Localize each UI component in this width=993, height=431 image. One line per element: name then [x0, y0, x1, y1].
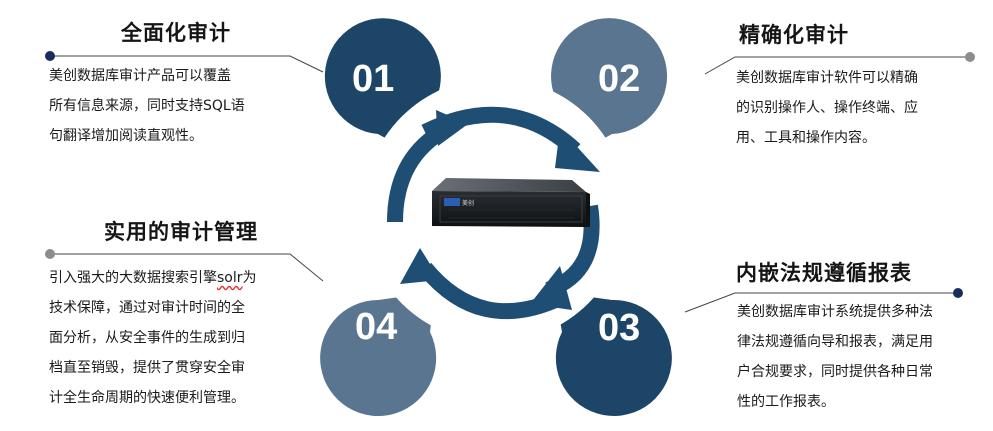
item-01-line: 所有信息来源，同时支持SQL语: [49, 98, 245, 114]
connector-dot-01: [45, 51, 55, 61]
item-02-title: 精确化审计: [739, 23, 849, 47]
item-01-title: 全面化审计: [121, 21, 231, 45]
item-04-line: 引入强大的大数据搜索引擎solr为: [49, 263, 257, 293]
item-01-line: 句翻译增加阅读直观性。: [49, 128, 203, 144]
item-02-description: 美创数据库审计软件可以精确 的识别操作人、操作终端、应 用、工具和操作内容。: [736, 63, 918, 153]
item-04-keyword-solr: solr: [217, 270, 243, 286]
item-01-number: 01: [352, 58, 395, 100]
item-04-line-suffix: 为: [242, 270, 257, 286]
item-02-line: 的识别操作人、操作终端、应: [736, 100, 918, 116]
item-04-description: 引入强大的大数据搜索引擎solr为 技术保障，通过对审计时间的全 面分析，从安全…: [49, 263, 257, 413]
device-logo-text: 美创: [462, 199, 474, 207]
item-03-title: 内嵌法规遵循报表: [736, 261, 912, 285]
connector-dot-03: [953, 288, 963, 298]
item-04-line: 面分析，从安全事件的生成到归: [49, 330, 245, 346]
item-02-line: 用、工具和操作内容。: [736, 130, 876, 146]
item-04-title: 实用的审计管理: [104, 220, 258, 244]
connector-lines: [52, 55, 968, 313]
item-03-line: 美创数据库审计系统提供多种法: [737, 304, 933, 320]
petal-03-shape: [555, 292, 672, 416]
connector-dot-02: [965, 52, 975, 62]
petal-04-shape: [320, 292, 437, 416]
item-04-line: 档直至销毁，提供了贯穿安全审: [49, 360, 245, 376]
item-01-line: 美创数据库审计产品可以覆盖: [49, 68, 231, 84]
connector-dot-04: [45, 249, 55, 259]
item-02-number: 02: [598, 58, 641, 100]
item-01-description: 美创数据库审计产品可以覆盖 所有信息来源，同时支持SQL语 句翻译增加阅读直观性…: [49, 61, 245, 151]
item-02-line: 美创数据库审计软件可以精确: [736, 70, 918, 86]
item-03-line: 性的工作报表。: [737, 394, 835, 410]
item-04-line: 计全生命周期的快速便利管理。: [49, 390, 245, 406]
item-03-number: 03: [598, 307, 641, 349]
cycle-arrows: [387, 106, 600, 320]
item-04-line-prefix: 引入强大的大数据搜索引擎: [49, 270, 217, 286]
item-03-line: 律法规遵循向导和报表，满足用: [737, 334, 933, 350]
item-04-number: 04: [355, 306, 398, 348]
item-03-description: 美创数据库审计系统提供多种法 律法规遵循向导和报表，满足用 户合规要求，同时提供…: [737, 297, 933, 417]
server-device-image: 美创: [432, 178, 590, 227]
item-03-line: 户合规要求，同时提供各种日常: [737, 364, 933, 380]
item-04-line: 技术保障，通过对审计时间的全: [49, 300, 245, 316]
